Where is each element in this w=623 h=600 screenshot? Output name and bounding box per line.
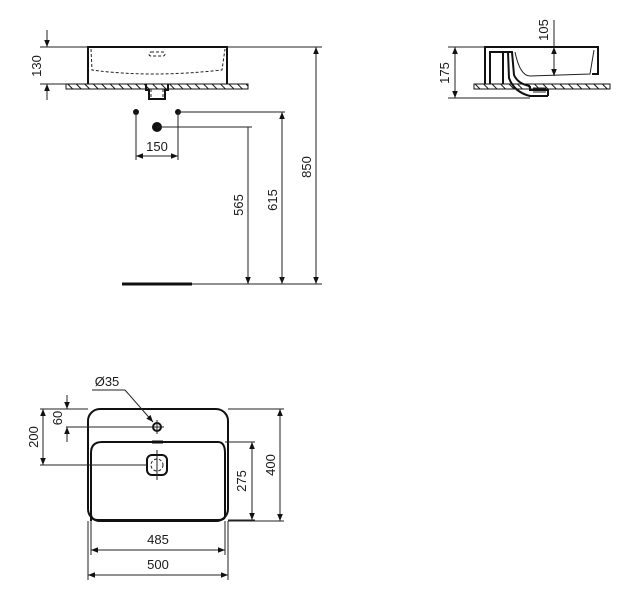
overflow-slot bbox=[148, 51, 166, 57]
side-view: 175 105 bbox=[437, 19, 611, 99]
dim-overall-width: 500 bbox=[147, 557, 169, 572]
countertop bbox=[65, 83, 249, 90]
dim-basin-height: 130 bbox=[29, 55, 44, 77]
basin-outline bbox=[87, 46, 228, 84]
dim-supply-height: 615 bbox=[265, 189, 280, 211]
dim-waste-height: 565 bbox=[231, 194, 246, 216]
dim-overall-depth: 400 bbox=[263, 454, 278, 476]
dim-bowl-depth: 105 bbox=[536, 19, 551, 41]
dim-bowl-width: 485 bbox=[147, 532, 169, 547]
side-basin-outline bbox=[484, 46, 599, 84]
front-view: 130 150 565 615 850 bbox=[29, 30, 322, 286]
dim-tap-spacing: 150 bbox=[146, 139, 168, 154]
dim-tap-hole-diameter: Ø35 bbox=[95, 374, 120, 389]
inner-bowl bbox=[90, 48, 226, 75]
plan-bowl bbox=[90, 441, 226, 521]
dim-rim-height: 850 bbox=[299, 156, 314, 178]
plan-view: Ø35 60 200 275 400 485 bbox=[26, 374, 284, 580]
waste-outlet bbox=[145, 84, 169, 100]
dim-overall-height: 175 bbox=[437, 62, 452, 84]
dim-tap-hole-offset: 60 bbox=[50, 411, 65, 425]
dim-waste-offset: 200 bbox=[26, 426, 41, 448]
dim-bowl-depth-plan: 275 bbox=[234, 470, 249, 492]
